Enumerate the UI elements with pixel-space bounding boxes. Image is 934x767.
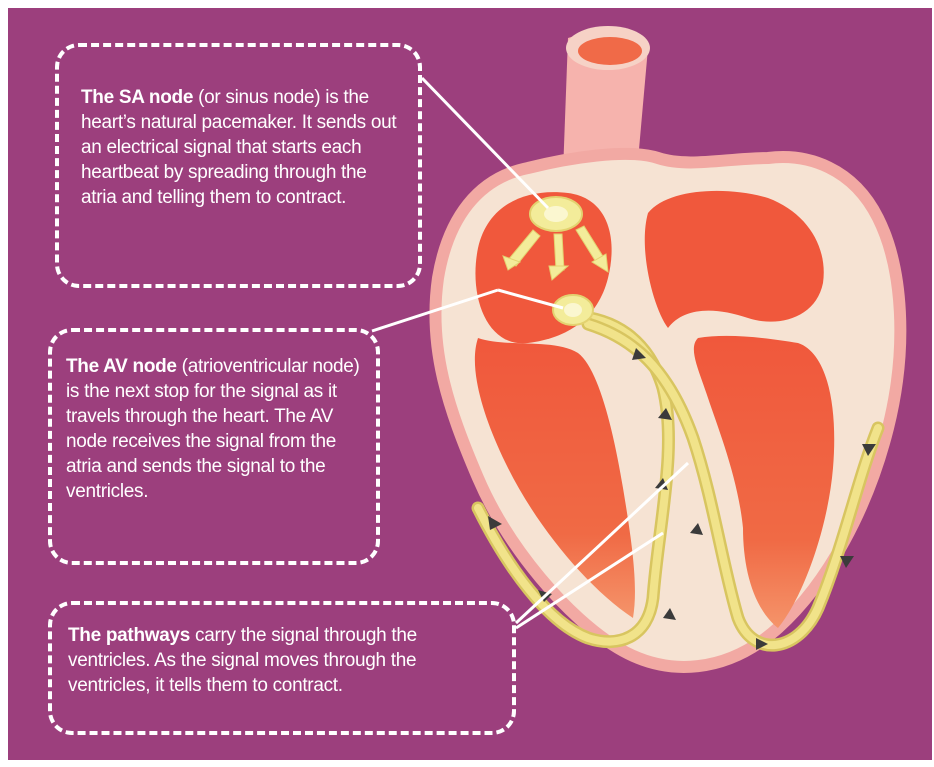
av-node: [553, 295, 593, 325]
av-node-text: (atrioventricular node) is the next stop…: [66, 356, 360, 502]
diagram-frame: The SA node (or sinus node) is the heart…: [8, 8, 932, 760]
pathways-title: The pathways: [68, 625, 190, 646]
sa-node: [530, 197, 582, 231]
sa-node-title: The SA node: [81, 87, 193, 108]
av-node-callout: The AV node (atrioventricular node) is t…: [48, 328, 380, 565]
av-node-title: The AV node: [66, 356, 177, 377]
sa-node-callout: The SA node (or sinus node) is the heart…: [55, 43, 422, 288]
pathways-callout: The pathways carry the signal through th…: [48, 601, 516, 735]
